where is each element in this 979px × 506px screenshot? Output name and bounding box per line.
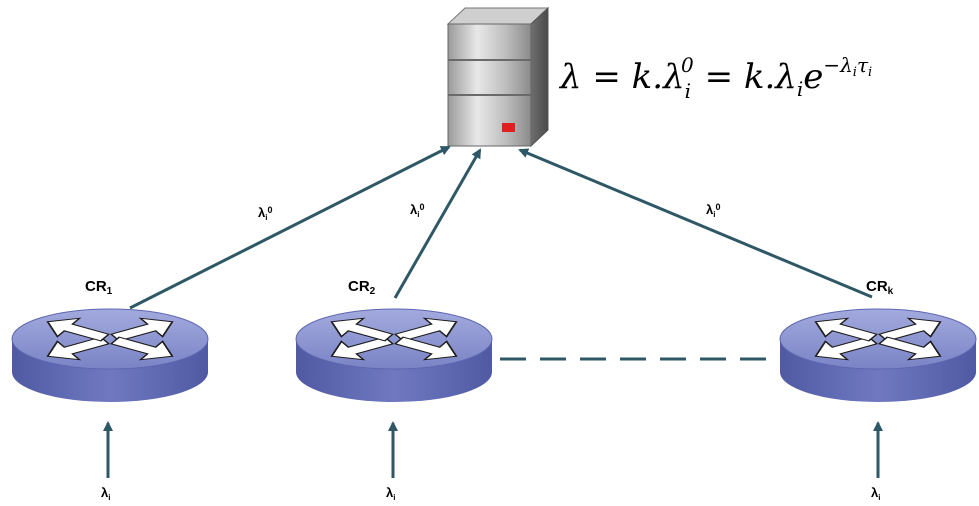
uplink-label-2: λi0 [410,202,424,219]
uplink-arrow-3 [518,148,873,299]
router-label-cr2: CR2 [348,278,376,297]
uplink-label-3: λi0 [706,202,720,219]
server-icon [446,6,550,148]
uplink-label-1: λi0 [258,205,272,222]
svg-text:λ = k.λi0 = k.λie−λiτi: λ = k.λi0 = k.λie−λiτi [558,53,872,103]
server-led-icon [502,123,515,132]
router-arrows-icon [330,317,458,361]
router-arrows-icon [814,317,942,361]
router-label-crk: CRk [866,278,894,297]
router-label-cr1: CR1 [85,278,113,297]
uplink-arrow-1 [129,145,451,310]
formula: λ = k.λi0 = k.λie−λiτi [558,53,872,103]
router-cr1 [11,308,209,402]
uplink-arrow-2 [393,148,482,299]
router-arrows-icon [46,317,174,361]
input-label-2: λi [386,485,395,502]
router-cr2 [295,308,493,402]
input-label-1: λi [101,485,110,502]
input-label-3: λi [871,485,880,502]
router-crk [779,308,977,402]
